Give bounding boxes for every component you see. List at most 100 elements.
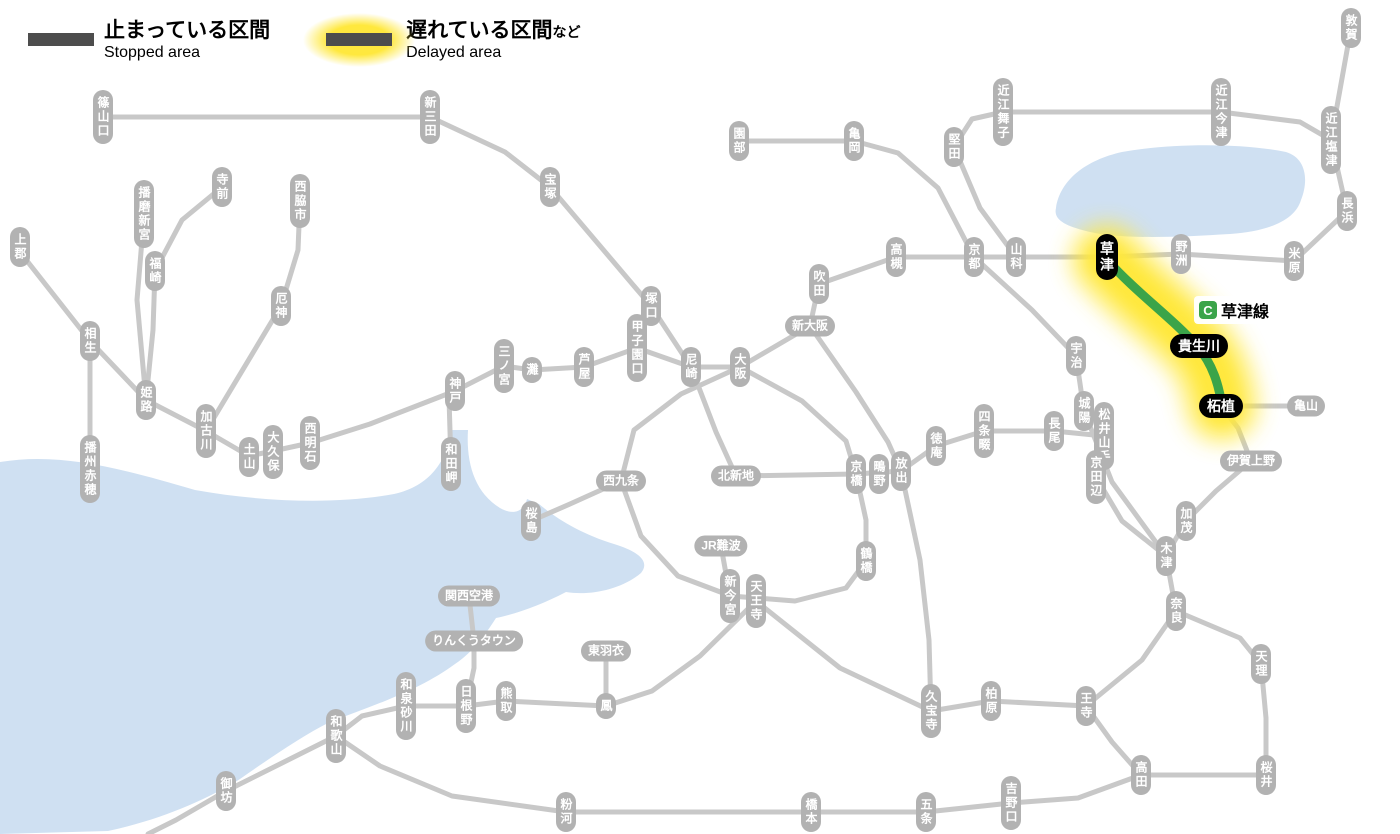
station-pill: 吹田 (809, 264, 829, 304)
station-pill: 北新地 (710, 465, 762, 487)
station-pill: 桜井 (1256, 755, 1276, 795)
bantan-line (143, 184, 225, 403)
station-pill: 日根野 (456, 679, 476, 733)
station-pill: 西九条 (595, 470, 647, 492)
osaka-bay (0, 430, 645, 834)
station-pill: 亀山 (1286, 395, 1326, 417)
legend-delayed: 遅れている区間など Delayed area (303, 12, 581, 67)
station-pill: 京田辺 (1086, 450, 1106, 504)
station-pill: 三ノ宮 (494, 339, 514, 393)
delayed-section-layer (1071, 224, 1258, 442)
station-pill: 西明石 (300, 416, 320, 470)
delayed-area-sublabel: Delayed area (406, 44, 502, 62)
station-pill: 京橋 (846, 454, 866, 494)
station-pill-alert: 草津 (1096, 234, 1118, 280)
station-pill: 尼崎 (681, 347, 701, 387)
stopped-area-label: 止まっている区間 (104, 19, 271, 42)
legend: 止まっている区間 Stopped area 遅れている区間など Delayed … (28, 12, 581, 67)
station-pill: 播磨新宮 (134, 180, 154, 248)
station-pill: 亀岡 (844, 121, 864, 161)
station-pill: 芦屋 (574, 347, 594, 387)
station-pill: 近江今津 (1211, 78, 1231, 146)
station-pill: 関西空港 (437, 585, 501, 607)
yamatoji-line (753, 598, 1179, 714)
station-pill: 城陽 (1074, 391, 1094, 431)
station-pill: 高田 (1131, 755, 1151, 795)
station-pill: 播州赤穂 (80, 435, 100, 503)
legend-stopped: 止まっている区間 Stopped area (28, 18, 270, 62)
station-pill: 厄神 (271, 286, 291, 326)
station-pill: 五条 (916, 792, 936, 832)
station-pill: 福崎 (145, 251, 165, 291)
station-pill: 近江舞子 (993, 78, 1013, 146)
station-pill: 新三田 (420, 90, 440, 144)
station-pill: 長尾 (1044, 411, 1064, 451)
station-pill: 鳳 (596, 693, 616, 719)
station-pill: 相生 (80, 321, 100, 361)
station-pill: 柏原 (981, 681, 1001, 721)
station-pill: 京都 (964, 237, 984, 277)
station-pill: 新今宮 (720, 569, 740, 623)
station-pill: 園部 (729, 121, 749, 161)
station-pill: 新大阪 (784, 315, 836, 337)
fukuchiyama-line (100, 114, 694, 370)
station-pill: 東羽衣 (580, 640, 632, 662)
line-name-label: 草津線 (1221, 304, 1270, 321)
station-pill: 鴫野 (869, 454, 889, 494)
station-pill: 米原 (1284, 241, 1304, 281)
station-pill: 敦賀 (1341, 8, 1361, 48)
osaka-higashi-line (807, 323, 934, 714)
station-pill: 桜島 (521, 501, 541, 541)
station-pill: 木津 (1156, 536, 1176, 576)
station-pill: 姫路 (136, 380, 156, 420)
station-pill-alert: 柘植 (1199, 394, 1243, 418)
station-pill-alert: 貴生川 (1170, 334, 1228, 358)
sanyo-kobe-line (17, 249, 743, 459)
station-pill: 天理 (1251, 644, 1271, 684)
station-pill: 高槻 (886, 237, 906, 277)
station-pill: 橋本 (801, 792, 821, 832)
station-pill: 宝塚 (540, 167, 560, 207)
station-pill: 王寺 (1076, 686, 1096, 726)
delayed-bar-swatch (326, 32, 393, 46)
station-pill: JR難波 (694, 535, 748, 557)
sagano-line (736, 138, 977, 260)
station-pill: 放出 (891, 451, 911, 491)
station-pill: 上郡 (10, 227, 30, 267)
lake-biwa (1055, 145, 1306, 237)
station-pill: 和歌山 (326, 709, 346, 763)
station-pill: 奈良 (1166, 591, 1186, 631)
station-pill: 堅田 (944, 127, 964, 167)
station-pill: 灘 (522, 357, 542, 383)
station-pill: 吉野口 (1001, 776, 1021, 830)
station-pill: 四条畷 (974, 404, 994, 458)
delayed-area-label: 遅れている区間など (406, 19, 581, 42)
station-pill: 篠山口 (93, 90, 113, 144)
station-pill: 寺前 (212, 167, 232, 207)
station-pill: 長浜 (1337, 191, 1357, 231)
station-pill: 御坊 (216, 771, 236, 811)
station-pill: 和田岬 (441, 437, 461, 491)
kosei-line (951, 109, 1334, 260)
station-pill: りんくうタウン (425, 630, 523, 652)
station-pill: 徳庵 (926, 426, 946, 466)
kusatsu-line-badge: C 草津線 (1194, 296, 1275, 324)
station-pill: 久宝寺 (921, 684, 941, 738)
station-pill: 加茂 (1176, 501, 1196, 541)
sakurai-line (1138, 608, 1269, 778)
station-pill: 甲子園口 (627, 314, 647, 382)
station-pill: 野洲 (1171, 234, 1191, 274)
station-pill: 近江塩津 (1321, 106, 1341, 174)
station-pill: 伊賀上野 (1219, 450, 1283, 472)
station-pill: 大久保 (263, 425, 283, 479)
station-pill: 和泉砂川 (396, 672, 416, 740)
station-pill: 熊取 (496, 681, 516, 721)
station-pill: 山科 (1006, 237, 1026, 277)
station-pill: 神戸 (445, 371, 465, 411)
station-pill: 大阪 (730, 347, 750, 387)
line-symbol-icon: C (1199, 301, 1217, 319)
station-pill: 加古川 (196, 404, 216, 458)
water-layer (0, 145, 1306, 834)
station-pill: 土山 (239, 437, 259, 477)
